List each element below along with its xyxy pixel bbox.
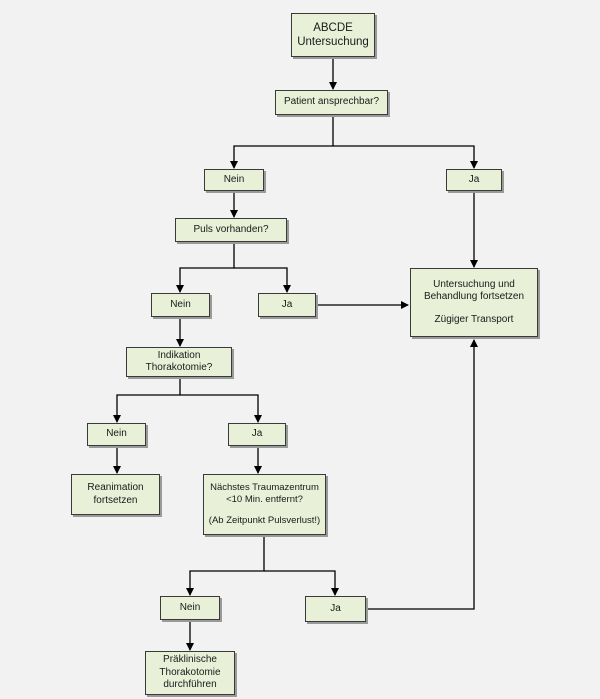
node-trauma-line1: Nächstes Traumazentrum (210, 481, 319, 493)
node-question-trauma-center: Nächstes Traumazentrum <10 Min. entfernt… (203, 474, 326, 535)
edge-thoracotomy-yes (180, 394, 262, 423)
node-no-pulse-label: Nein (170, 298, 191, 310)
node-yes-responsive-label: Ja (468, 173, 480, 185)
edge-yes4-continue (366, 339, 478, 610)
node-thoracotomy-line1: Indikation (157, 349, 201, 361)
node-preclinical-line1: Präklinische (163, 654, 217, 666)
node-question-responsive-label: Patient ansprechbar? (283, 96, 380, 108)
node-no-pulse: Nein (151, 293, 210, 317)
node-no-responsive-label: Nein (223, 173, 245, 185)
node-no-thoracotomy-label: Nein (106, 428, 127, 440)
edge-traumacenter-yes (264, 570, 339, 596)
node-no-trauma-center: Nein (160, 596, 220, 620)
node-continue-treatment: Untersuchung und Behandlung fortsetzen Z… (410, 268, 538, 337)
node-question-responsive: Patient ansprechbar? (275, 90, 388, 115)
node-question-thoracotomy: Indikation Thorakotomie? (126, 347, 232, 377)
node-trauma-line2: <10 Min. entfernt? (226, 493, 303, 505)
node-yes-thoracotomy-label: Ja (251, 428, 263, 440)
edge-responsive-no (230, 115, 334, 169)
node-abcde-line2: Untersuchung (297, 36, 369, 48)
node-preclinical-line3: durchführen (163, 679, 217, 691)
node-continue-line1: Untersuchung und (433, 278, 515, 290)
edge-thoracotomy-no (113, 377, 181, 423)
node-abcde-line1: ABCDE (313, 21, 353, 34)
node-yes-trauma-center: Ja (305, 596, 366, 622)
edge-traumacenter-no (186, 535, 265, 596)
edge-pulse-yes (234, 267, 291, 293)
edge-responsive-yes (333, 145, 478, 169)
node-preclinical-thoracotomy: Präklinische Thorakotomie durchführen (145, 651, 235, 695)
node-yes-responsive: Ja (446, 169, 502, 191)
node-yes-thoracotomy: Ja (228, 423, 286, 446)
node-thoracotomy-line2: Thorakotomie? (145, 362, 213, 373)
node-abcde-examination: ABCDE Untersuchung (291, 13, 375, 57)
node-preclinical-line2: Thorakotomie (159, 666, 221, 678)
node-yes-pulse-label: Ja (281, 298, 293, 310)
node-no-thoracotomy: Nein (87, 423, 146, 446)
node-yes-trauma-center-label: Ja (330, 602, 341, 614)
node-continue-reanimation: Reanimation fortsetzen (71, 474, 160, 515)
node-no-trauma-center-label: Nein (179, 601, 201, 613)
node-reanimation-line2: fortsetzen (93, 494, 138, 506)
node-question-pulse-label: Puls vorhanden? (193, 223, 269, 235)
node-continue-line3: Zügiger Transport (434, 313, 514, 325)
node-no-responsive: Nein (204, 169, 264, 191)
node-yes-pulse: Ja (258, 293, 316, 317)
node-trauma-line3: (Ab Zeitpunkt Pulsverlust!) (208, 515, 321, 527)
node-continue-line2: Behandlung fortsetzen (423, 291, 525, 303)
edge-pulse-no (176, 242, 235, 293)
node-question-pulse: Puls vorhanden? (175, 218, 287, 242)
node-reanimation-line1: Reanimation (87, 482, 144, 493)
